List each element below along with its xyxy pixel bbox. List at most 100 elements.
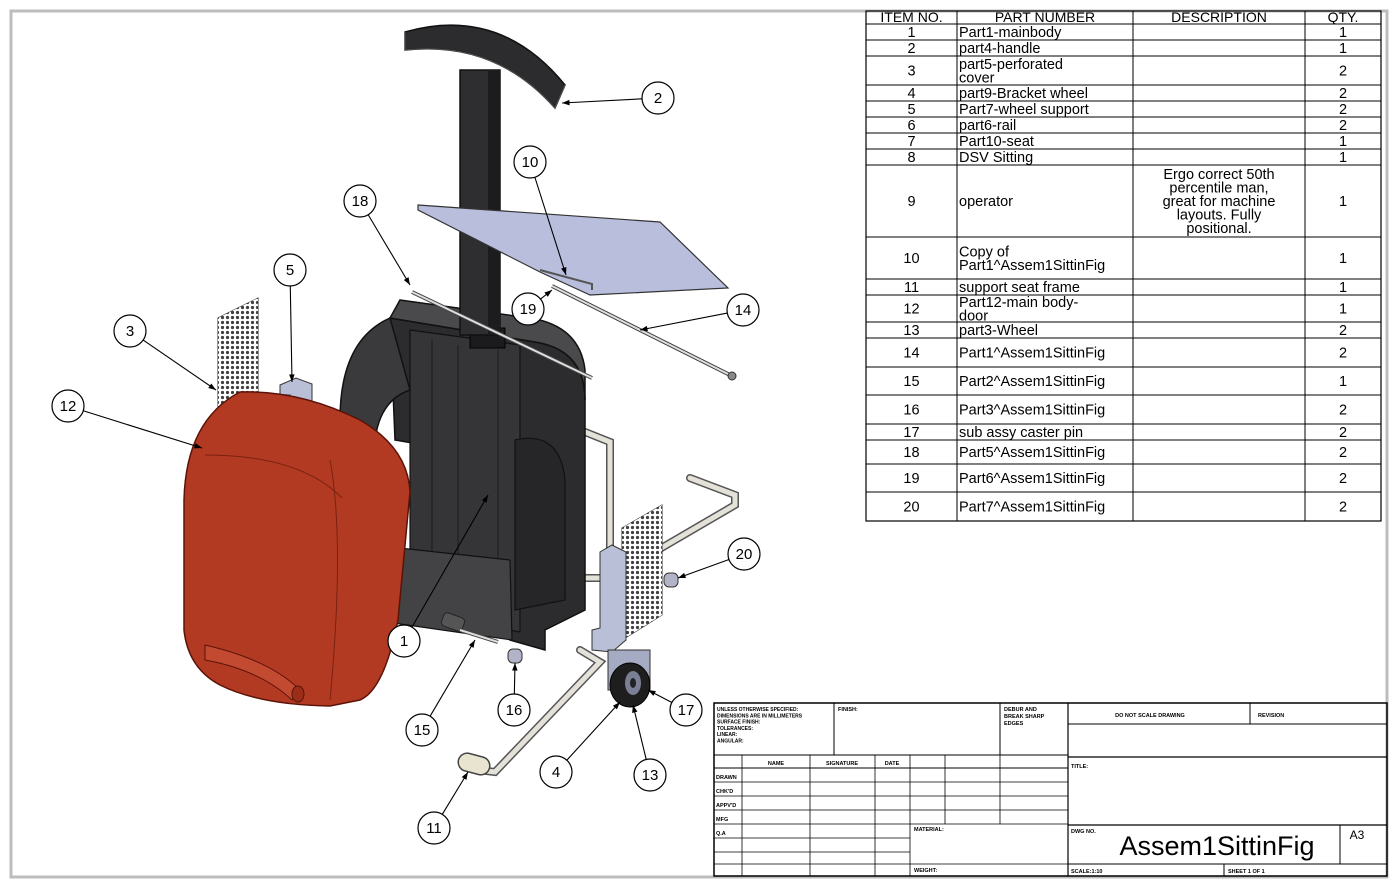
leader-arrowhead: [612, 702, 620, 710]
tb-column-header: NAME: [768, 761, 785, 767]
bom-qty: 2: [1339, 118, 1347, 134]
leader-arrowhead: [562, 99, 570, 106]
bom-qty: 1: [1339, 150, 1347, 166]
balloon-circle: [273, 253, 307, 287]
bom-part-number: part6-rail: [959, 118, 1016, 134]
tb-note: UNLESS OTHERWISE SPECIFIED:: [717, 707, 799, 713]
balloon-number: 10: [522, 154, 539, 171]
leader-arrowhead: [461, 772, 468, 780]
callout-balloon: 19: [511, 289, 553, 326]
bom-qty: 2: [1339, 500, 1347, 516]
leader-arrowhead: [481, 495, 488, 503]
assembly-drawing: [183, 24, 739, 777]
bom-part-number: Part7-wheel support: [959, 102, 1089, 118]
bom-item-no: 19: [903, 471, 919, 487]
bom-header-3: QTY.: [1328, 9, 1359, 25]
tb-row-label: CHK'D: [716, 789, 733, 795]
bom-part-number: cover: [959, 70, 995, 86]
callout-balloon: 17: [647, 689, 703, 727]
callout-balloon: 10: [513, 145, 567, 276]
tb-material-label: MATERIAL:: [914, 827, 944, 833]
pins-rods: [411, 284, 737, 381]
bom-part-number: Part1^Assem1SittinFig: [959, 258, 1105, 274]
callout-balloon: 2: [561, 81, 675, 115]
bom-part-number: Copy of: [959, 244, 1010, 260]
bom-part-number: sub assy caster pin: [959, 425, 1083, 441]
tb-note: DIMENSIONS ARE IN MILLIMETERS: [717, 713, 803, 719]
bom-header-2: DESCRIPTION: [1171, 9, 1267, 25]
bom-qty: 1: [1339, 134, 1347, 150]
bom-part-number: Part10-seat: [959, 134, 1034, 150]
balloon-circle: [51, 389, 85, 423]
leader-line: [561, 98, 643, 104]
bom-item-no: 20: [903, 500, 919, 516]
tb-scale-label: SCALE:1:10: [1071, 869, 1102, 875]
bom-part-number: operator: [959, 194, 1013, 210]
bom-item-no: 16: [903, 403, 919, 419]
perforated-cover-right: [621, 504, 663, 641]
bom-qty: 2: [1339, 403, 1347, 419]
bom-qty: 2: [1339, 323, 1347, 339]
bom-part-number: Part1-mainbody: [959, 25, 1062, 41]
balloon-circle: [513, 145, 547, 179]
small-parts: [440, 572, 679, 664]
leader-arrowhead: [512, 663, 518, 671]
leader-line: [677, 558, 730, 579]
tb-deburr: DEBUR AND: [1004, 707, 1037, 713]
tb-row-label: Q.A: [716, 831, 726, 837]
callout-balloon: 20: [677, 537, 761, 579]
bom-item-no: 6: [907, 118, 915, 134]
balloon-circle: [511, 292, 545, 326]
balloon-number: 1: [400, 633, 408, 650]
leader-line: [441, 771, 469, 815]
balloon-number: 15: [414, 722, 431, 739]
callout-balloon: 5: [273, 253, 307, 383]
tb-note: TOLERANCES:: [717, 726, 753, 732]
balloon-circle: [641, 81, 675, 115]
bom-part-number: Part7^Assem1SittinFig: [959, 500, 1105, 516]
bom-description: percentile man,: [1169, 181, 1268, 197]
balloon-number: 3: [126, 323, 134, 340]
tb-finish-label: FINISH:: [838, 707, 858, 713]
callout-balloon: 16: [497, 662, 531, 727]
bom-part-number: Part6^Assem1SittinFig: [959, 471, 1105, 487]
bom-item-no: 8: [907, 150, 915, 166]
bom-item-no: 4: [907, 86, 915, 102]
bom-item-no: 7: [907, 134, 915, 150]
callout-balloon: 3: [113, 314, 217, 391]
balloon-circle: [417, 811, 451, 845]
tb-row-label: APPV'D: [716, 803, 736, 809]
leader-arrowhead: [561, 267, 567, 275]
bom-qty: 2: [1339, 86, 1347, 102]
title-block-text: UNLESS OTHERWISE SPECIFIED:DIMENSIONS AR…: [716, 707, 1365, 875]
leader-line: [289, 285, 293, 383]
bom-part-number: Part3^Assem1SittinFig: [959, 403, 1105, 419]
support-seat-frame-roller: [457, 752, 491, 776]
bom-description: layouts. Fully: [1177, 208, 1262, 224]
bom-qty: 1: [1339, 41, 1347, 57]
tb-note: SURFACE FINISH:: [717, 720, 761, 726]
bom-part-number: Part5^Assem1SittinFig: [959, 445, 1105, 461]
bom-part-number: Part1^Assem1SittinFig: [959, 346, 1105, 362]
balloon-circle: [727, 537, 761, 571]
tb-note: LINEAR:: [717, 732, 738, 738]
callout-balloon: 13: [632, 704, 667, 792]
bom-border: [865, 10, 1382, 522]
balloon-number: 12: [60, 398, 77, 415]
tb-row-label: MFG: [716, 817, 728, 823]
tb-title-label: TITLE:: [1071, 764, 1088, 770]
balloon-number: 5: [286, 262, 294, 279]
balloon-number: 2: [654, 90, 662, 107]
bom-description: positional.: [1186, 221, 1251, 237]
leader-line: [429, 639, 476, 717]
callout-balloon: 11: [417, 771, 469, 845]
title-block: [713, 702, 1388, 877]
bom-part-number: DSV Sitting: [959, 150, 1033, 166]
bom-part-number: part3-Wheel: [959, 323, 1038, 339]
bom-part-number: part9-Bracket wheel: [959, 86, 1088, 102]
leader-line: [534, 177, 567, 276]
bom-part-number: door: [959, 308, 988, 324]
balloon-circle: [539, 755, 573, 789]
